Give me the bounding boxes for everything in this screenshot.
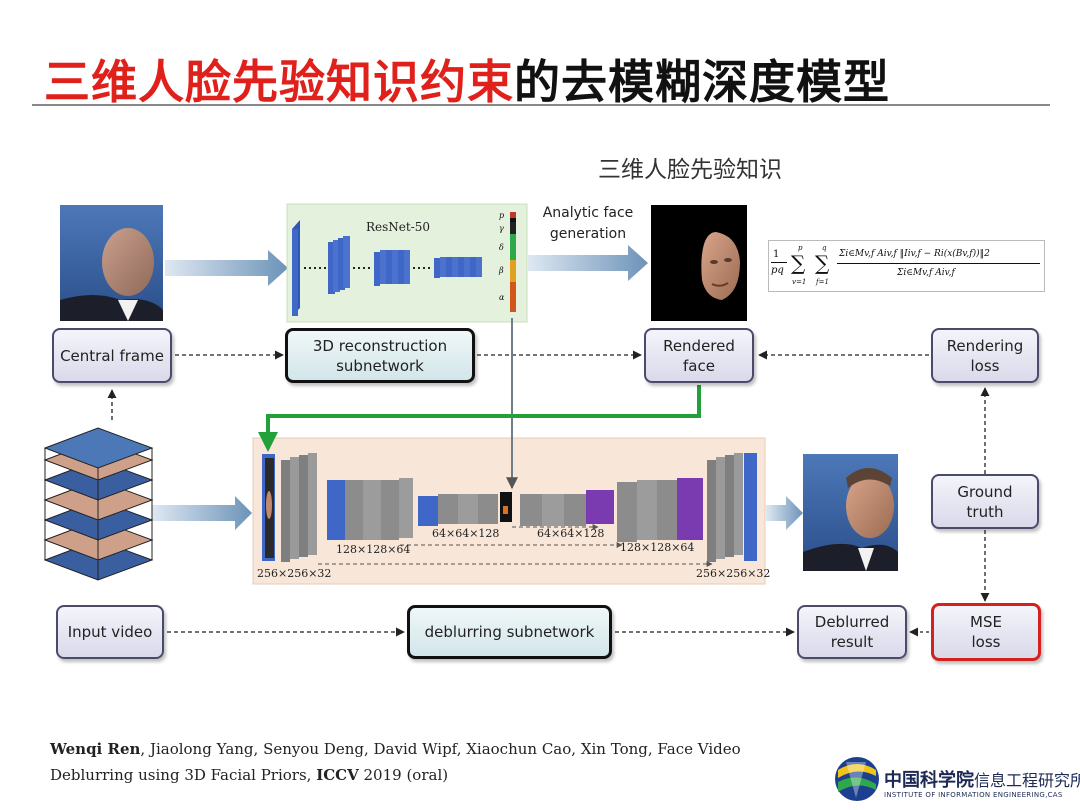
sum2-top: q: [822, 244, 827, 252]
param-alpha: α: [499, 293, 505, 302]
central-frame-box: Central frame: [52, 328, 172, 383]
wide-arrow-to-face: [528, 245, 648, 281]
deblurred-result-photo: [803, 454, 898, 571]
mse-line1: MSE: [970, 613, 1002, 631]
dim-256-out: 256×256×32: [696, 567, 771, 580]
logo-institute-cn: 信息工程研究所: [974, 771, 1080, 790]
recon-line1: 3D reconstruction: [312, 336, 448, 355]
param-delta: δ: [499, 243, 504, 252]
formula-numerator: Σi∈Mv,f Aiv,f ‖Iiv,f − Ri(x(Bv,f))‖2: [839, 249, 990, 259]
wide-arrow-to-result: [766, 496, 803, 530]
deblurred-result-box: Deblurred result: [797, 605, 907, 659]
formula-prefix-bar: [771, 262, 787, 263]
title-black-part: 的去模糊深度模型: [514, 55, 890, 109]
recon-subnetwork-box: 3D reconstruction subnetwork: [285, 328, 475, 383]
rendered-line1: Rendered: [663, 336, 735, 355]
rendered-face-box: Rendered face: [644, 328, 754, 383]
wide-arrow-to-unet: [152, 496, 252, 530]
dim-256-in: 256×256×32: [257, 567, 332, 580]
param-gamma: γ: [499, 224, 504, 233]
resnet-panel: [286, 203, 528, 323]
formula-fraction-bar: [837, 263, 1040, 264]
green-arrow-rendered-to-unet: [258, 385, 701, 452]
citation-venue: ICCV: [316, 766, 359, 784]
central-frame-photo: [60, 205, 163, 321]
param-p: p: [499, 211, 505, 220]
ground-truth-line2: truth: [966, 502, 1004, 521]
rendered-face-image: [651, 205, 747, 321]
input-video-stack: [43, 427, 154, 581]
rendering-loss-formula: 1 pq p ∑ v=1 q ∑ f=1 Σi∈Mv,f Aiv,f ‖Iiv,…: [768, 240, 1045, 292]
dim-128-left: 128×128×64: [336, 543, 411, 556]
citation-title: Deblurring using 3D Facial Priors,: [50, 766, 317, 784]
dim-64-right: 64×64×128: [537, 527, 605, 540]
input-video-label: Input video: [67, 623, 153, 641]
citation-year: 2019 (oral): [358, 766, 449, 784]
rendering-loss-box: Rendering loss: [931, 328, 1039, 383]
rendering-loss-line1: Rendering: [946, 336, 1024, 355]
citation-line2: Deblurring using 3D Facial Priors, ICCV …: [50, 766, 448, 784]
wide-arrow-to-resnet: [165, 250, 288, 286]
logo-institute-en: INSTITUTE OF INFORMATION ENGINEERING,CAS: [884, 791, 1063, 799]
sum2-symbol: ∑: [815, 251, 830, 275]
citation-first-author: Wenqi Ren: [50, 740, 141, 758]
resnet-label: ResNet-50: [366, 220, 431, 234]
prior-heading: 三维人脸先验知识: [598, 157, 782, 183]
sum2-bottom: f=1: [816, 278, 829, 286]
deblurred-line1: Deblurred: [814, 613, 890, 631]
logo-cas-name: 中国科学院: [884, 770, 974, 791]
analytic-face-label: Analytic face generation: [540, 203, 636, 245]
recon-line2: subnetwork: [336, 356, 424, 375]
title-red-part: 三维人脸先验知识约束: [44, 55, 514, 109]
sum1-symbol: ∑: [791, 251, 806, 275]
formula-prefix-num: 1: [773, 249, 780, 260]
unet-panel: [252, 437, 766, 585]
mse-line2: loss: [971, 633, 1001, 651]
rendering-loss-line2: loss: [970, 356, 1000, 375]
rendered-line2: face: [683, 356, 715, 375]
param-beta: β: [499, 266, 504, 275]
mse-loss-box: MSE loss: [931, 603, 1041, 661]
citation-line1: Wenqi Ren, Jiaolong Yang, Senyou Deng, D…: [50, 740, 741, 758]
sum1-bottom: v=1: [792, 278, 807, 286]
deblurred-line2: result: [830, 633, 874, 651]
cas-logo-icon: [835, 757, 879, 801]
input-video-box: Input video: [56, 605, 164, 659]
deblurring-subnetwork-box: deblurring subnetwork: [407, 605, 612, 659]
deblurring-label: deblurring subnetwork: [424, 623, 595, 641]
citation-authors: , Jiaolong Yang, Senyou Deng, David Wipf…: [140, 740, 741, 758]
ground-truth-line1: Ground: [957, 482, 1013, 501]
dim-128-right: 128×128×64: [620, 541, 695, 554]
dim-64-left: 64×64×128: [432, 527, 500, 540]
logo-title: 中国科学院信息工程研究所: [884, 766, 1080, 792]
analytic-line1: Analytic face: [542, 205, 634, 221]
formula-denominator: Σi∈Mv,f Aiv,f: [897, 268, 955, 278]
analytic-line2: generation: [549, 226, 627, 242]
slide-title: 三维人脸先验知识约束的去模糊深度模型: [44, 46, 890, 112]
formula-prefix-den: pq: [771, 265, 784, 276]
central-frame-label: Central frame: [60, 346, 164, 365]
title-divider: [32, 104, 1050, 106]
ground-truth-box: Ground truth: [931, 474, 1039, 529]
sum1-top: p: [798, 244, 803, 252]
